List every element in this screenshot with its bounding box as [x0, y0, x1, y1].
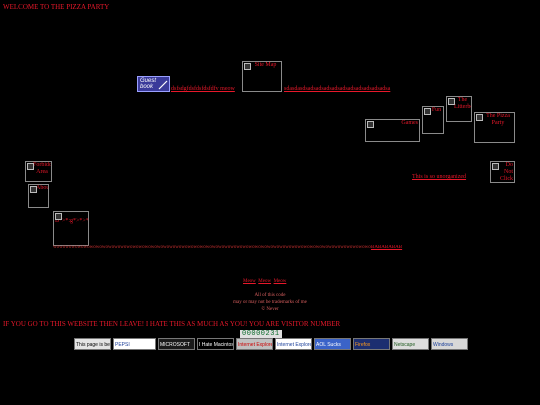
firefox-badge[interactable]: Firefox	[353, 338, 390, 350]
footer-line-1: All of this code	[254, 293, 286, 298]
aol-sucks-badge[interactable]: AOL Sucks	[314, 338, 351, 350]
broken-image-icon	[367, 121, 374, 128]
about-link[interactable]: About	[28, 184, 49, 208]
broken-image-icon	[492, 163, 499, 170]
ie-badge-2[interactable]: Internet Explorer	[275, 338, 312, 350]
fun-link[interactable]: Fun	[422, 106, 444, 134]
broken-image-icon	[476, 114, 483, 121]
microsoft-badge[interactable]: MICROSOFT	[158, 338, 195, 350]
forbidden-area-link[interactable]: Forbidden Area	[25, 161, 52, 182]
litterbox-label: The Litterbox	[454, 97, 471, 110]
pen-icon	[158, 80, 168, 90]
hate-macintosh-badge[interactable]: I Hate Macintosh	[197, 338, 234, 350]
litterbox-link[interactable]: The Litterbox	[446, 96, 472, 122]
marquee-tail: BABABABAB	[371, 245, 403, 250]
visitor-text: IF YOU GO TO THIS WEBSITE THEN LEAVE! I …	[3, 320, 341, 328]
forbidden-area-label: Forbidden Area	[33, 162, 52, 175]
broken-image-icon	[424, 108, 431, 115]
do-not-click-label: Do Not Click	[500, 162, 513, 182]
bla-label: B*>*:g*>*>*	[55, 218, 89, 224]
link-dfdsf[interactable]: dsfsdgfdsfdsfdsfdfv meow	[171, 86, 235, 92]
pizza-party-link[interactable]: The Pizza Party	[474, 112, 515, 143]
do-not-click-link[interactable]: Do Not Click	[490, 161, 515, 183]
about-label: About	[36, 185, 48, 191]
link-sdasd[interactable]: sdasdasdsadsadsadsadsadsadsadsadsadsadsa	[284, 86, 391, 92]
footer-line-2: may or may not be trademarks of me	[233, 300, 307, 305]
marquee: wowowowowowowowowowowowowowowowowowowowo…	[53, 245, 420, 253]
bla-link[interactable]: B*>*:g*>*>*	[53, 211, 89, 246]
site-map-label: Site Map	[254, 62, 277, 68]
broken-image-icon	[27, 163, 34, 170]
visitor-counter: 00000231	[240, 330, 282, 338]
netscape-badge[interactable]: Netscape	[392, 338, 429, 350]
pepsi-badge[interactable]: PEPSI	[113, 338, 156, 350]
pizza-party-label: The Pizza Party	[486, 113, 510, 126]
unorganized-link[interactable]: This is so unorganized	[412, 174, 467, 180]
guestbook-button[interactable]: Guest book	[137, 76, 170, 92]
broken-image-icon	[448, 98, 455, 105]
ie-badge[interactable]: Internet Explorer	[236, 338, 273, 350]
guestbook-label-2: book	[140, 84, 154, 90]
broken-image-icon	[244, 63, 251, 70]
meow-link-1[interactable]: Meow	[243, 279, 256, 284]
games-label: Games	[401, 120, 418, 126]
footer-line-3: © Never	[261, 307, 279, 312]
badge-row: This page is best viewed withPEPSIMICROS…	[74, 338, 468, 350]
fun-label: Fun	[431, 107, 442, 113]
site-map-link[interactable]: Site Map	[242, 61, 282, 92]
footer-notes: All of this code may or may not be trade…	[0, 292, 540, 313]
meow-link-3[interactable]: Meow	[273, 279, 287, 284]
page-title: WELCOME TO THE PIZZA PARTY	[3, 3, 110, 11]
meow-link-2[interactable]: Meow	[258, 279, 272, 284]
best-viewed-badge[interactable]: This page is best viewed with	[74, 338, 111, 350]
meow-links: Meow Meow Meow	[243, 279, 286, 284]
games-link[interactable]: Games	[365, 119, 420, 142]
marquee-text: wowowowowowowowowowowowowowowowowowowowo…	[53, 245, 371, 250]
guestbook-label-1: Guest	[140, 78, 157, 84]
windows-badge[interactable]: Windows	[431, 338, 468, 350]
broken-image-icon	[55, 213, 62, 220]
broken-image-icon	[30, 186, 37, 193]
